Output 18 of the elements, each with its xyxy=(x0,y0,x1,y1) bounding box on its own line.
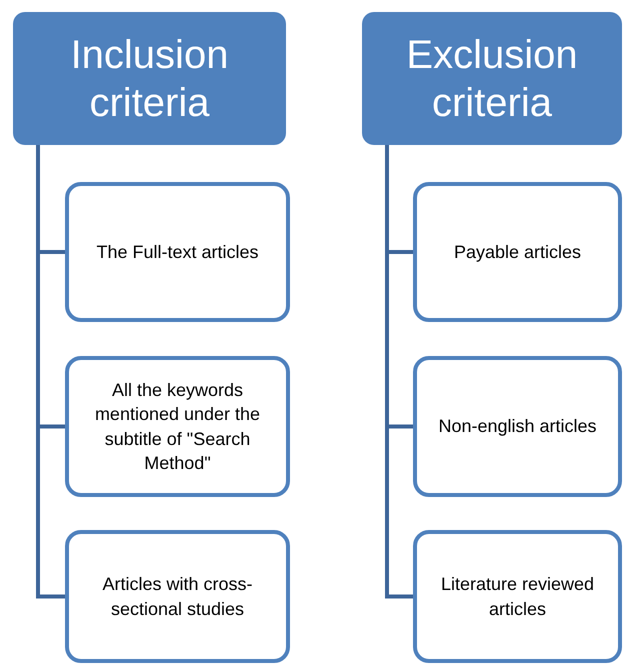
box-text: Literature reviewed articles xyxy=(440,573,596,620)
criterion-box xyxy=(65,530,290,663)
connector-line xyxy=(385,145,413,598)
box-text: The Full-text articles xyxy=(96,240,259,264)
header-box xyxy=(362,12,622,145)
connector-line xyxy=(36,145,65,598)
box-text: Inclusion criteria xyxy=(70,32,230,126)
box-text: Payable articles xyxy=(454,240,582,264)
criterion-box xyxy=(65,182,290,322)
criterion-box xyxy=(413,182,622,322)
criterion-box xyxy=(413,530,622,663)
criterion-box xyxy=(65,356,290,497)
header-box xyxy=(13,12,286,145)
box-text: Articles with cross-sectional studies xyxy=(101,573,254,620)
box-text: Non-english articles xyxy=(438,415,597,438)
criterion-box xyxy=(413,356,622,497)
box-text: All the keywords mentioned under the subtitle of "Search Method" xyxy=(94,378,262,475)
box-text: Exclusion criteria xyxy=(405,32,579,126)
